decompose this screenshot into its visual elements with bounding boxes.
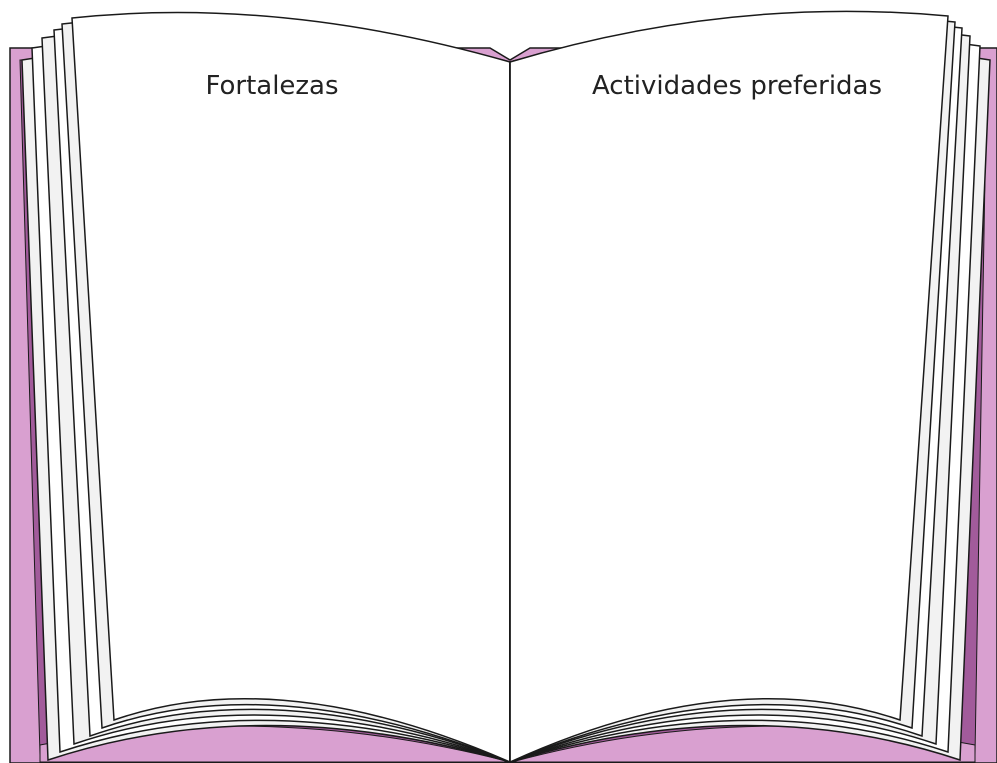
- left-page: [71, 11, 511, 763]
- right-page-heading: Actividades preferidas: [592, 71, 882, 101]
- left-page-heading: Fortalezas: [205, 71, 338, 101]
- right-page: [509, 10, 949, 763]
- left-page-stack: [21, 11, 511, 763]
- right-page-stack: [509, 10, 991, 763]
